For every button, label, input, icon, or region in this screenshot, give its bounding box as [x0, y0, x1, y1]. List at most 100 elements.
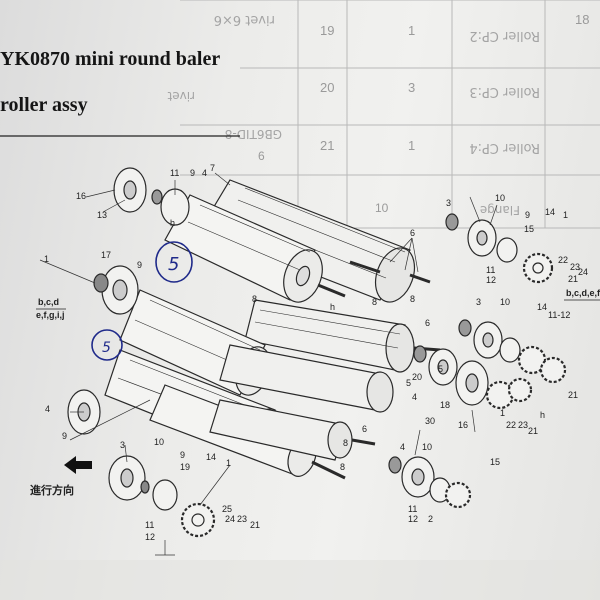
bearing-bottom — [152, 479, 178, 511]
roller-right-lower — [209, 399, 376, 461]
callout: 11 — [170, 168, 179, 178]
callout: 5 — [438, 364, 443, 374]
callout: 21 — [568, 274, 578, 284]
callout: 10 — [500, 297, 510, 307]
callout: 4 — [412, 392, 417, 402]
callouts: 16 13 11 9 4 7 h 6 1 17 9 8 h 8 8 6 5 4 … — [44, 163, 588, 542]
callout: 9 — [180, 450, 185, 460]
direction-arrow-icon — [64, 456, 92, 474]
bg-cell: 19 — [320, 23, 334, 38]
right-hardware — [388, 213, 567, 509]
bg-cell: 18 — [575, 12, 589, 27]
sprocket-right-a — [517, 345, 547, 375]
callout: 11 — [486, 265, 495, 275]
bearing-right-top — [445, 213, 459, 231]
page-subtitle: roller assy — [0, 94, 88, 116]
sprocket-right-d — [507, 377, 533, 403]
callout: 6 — [410, 228, 415, 238]
handwritten-marks — [91, 241, 193, 361]
left-hardware — [67, 167, 190, 511]
page-title: YK0870 mini round baler — [0, 48, 221, 70]
callout: 23 — [570, 262, 580, 272]
callout: 6 — [362, 424, 367, 434]
callout: 9 — [137, 260, 142, 270]
callout: 11-12 — [548, 310, 570, 320]
direction-indicator: 進行方向 — [30, 456, 92, 497]
bg-cell: 21 — [320, 138, 334, 153]
callout: 24 — [578, 267, 588, 277]
callout: 8 — [252, 294, 257, 304]
callout: 17 — [101, 250, 111, 260]
callout: 8 — [343, 438, 348, 448]
callout: 1 — [226, 458, 231, 468]
callout: 4 — [400, 442, 405, 452]
callout: 10 — [154, 437, 164, 447]
paper-edge — [0, 560, 600, 600]
callout: 9 — [525, 210, 530, 220]
callout: 22 — [558, 255, 568, 265]
roller-upper-main — [164, 194, 381, 303]
callout: 4 — [202, 168, 207, 178]
callout: 22 — [506, 420, 516, 430]
callout: 16 — [76, 191, 86, 201]
callout: 3 — [476, 297, 481, 307]
hub-right-top — [496, 237, 518, 263]
callout: 14 — [537, 302, 547, 312]
rollers — [104, 179, 441, 480]
callout: 6 — [425, 318, 430, 328]
bg-cell: rivet 6×6 — [214, 12, 275, 27]
bg-cell: 20 — [320, 80, 334, 95]
callout: 15 — [490, 457, 500, 467]
callout: 1 — [44, 254, 49, 264]
callout: 30 — [425, 416, 435, 426]
callout: 19 — [180, 462, 190, 472]
group-label-right: b,c,d,e,f — [566, 288, 600, 298]
callout: 12 — [408, 514, 418, 524]
bg-cell: Roller CP:4 — [469, 140, 540, 155]
bg-cell: Roller CP:3 — [469, 84, 540, 99]
bg-cell: GB6TID-8 — [225, 127, 282, 141]
sprocket-right-b — [539, 356, 567, 384]
callout: 5 — [406, 378, 411, 388]
callout: 18 — [440, 400, 450, 410]
callout: 8 — [372, 297, 377, 307]
bg-cell: Roller CP:2 — [469, 28, 540, 43]
callout: 11 — [408, 504, 417, 514]
callout: 7 — [210, 163, 215, 173]
roller-center-mid — [219, 344, 394, 413]
bg-cell: 3 — [408, 80, 415, 95]
pen-number-lower: 5 — [102, 340, 111, 356]
callout: 4 — [45, 404, 50, 414]
callout: 9 — [62, 431, 67, 441]
callout: 1 — [500, 408, 505, 418]
bg-cell: 1 — [408, 138, 415, 153]
callout: 1 — [563, 210, 568, 220]
callout: 12 — [145, 532, 155, 542]
callout: 13 — [97, 210, 107, 220]
bg-cell: 10 — [375, 201, 389, 215]
callout: 21 — [250, 520, 260, 530]
callout: 23 — [518, 420, 528, 430]
bg-cell: 6 — [258, 149, 265, 163]
sprocket-right-bottom — [444, 481, 472, 509]
callout: 2 — [428, 514, 433, 524]
callout: 14 — [545, 207, 555, 217]
callout: 16 — [458, 420, 468, 430]
background-table-text: 19 1 Roller CP:2 rivet 6×6 18 20 3 Rolle… — [167, 12, 589, 217]
pen-circle-upper — [155, 241, 193, 283]
bg-cell: Flange — [480, 203, 520, 217]
roller-right-mid — [244, 299, 441, 373]
direction-label: 進行方向 — [30, 483, 74, 497]
sprocket-bottom — [180, 502, 216, 538]
callout: h — [170, 218, 175, 228]
callout: 10 — [495, 193, 505, 203]
callout: 11 — [145, 520, 154, 530]
pen-circle-lower — [91, 329, 123, 361]
callout: h — [540, 410, 545, 420]
pen-number-upper: 5 — [168, 254, 179, 275]
callout: 10 — [422, 442, 432, 452]
bg-cell: 1 — [408, 23, 415, 38]
leader-lines — [39, 172, 498, 556]
